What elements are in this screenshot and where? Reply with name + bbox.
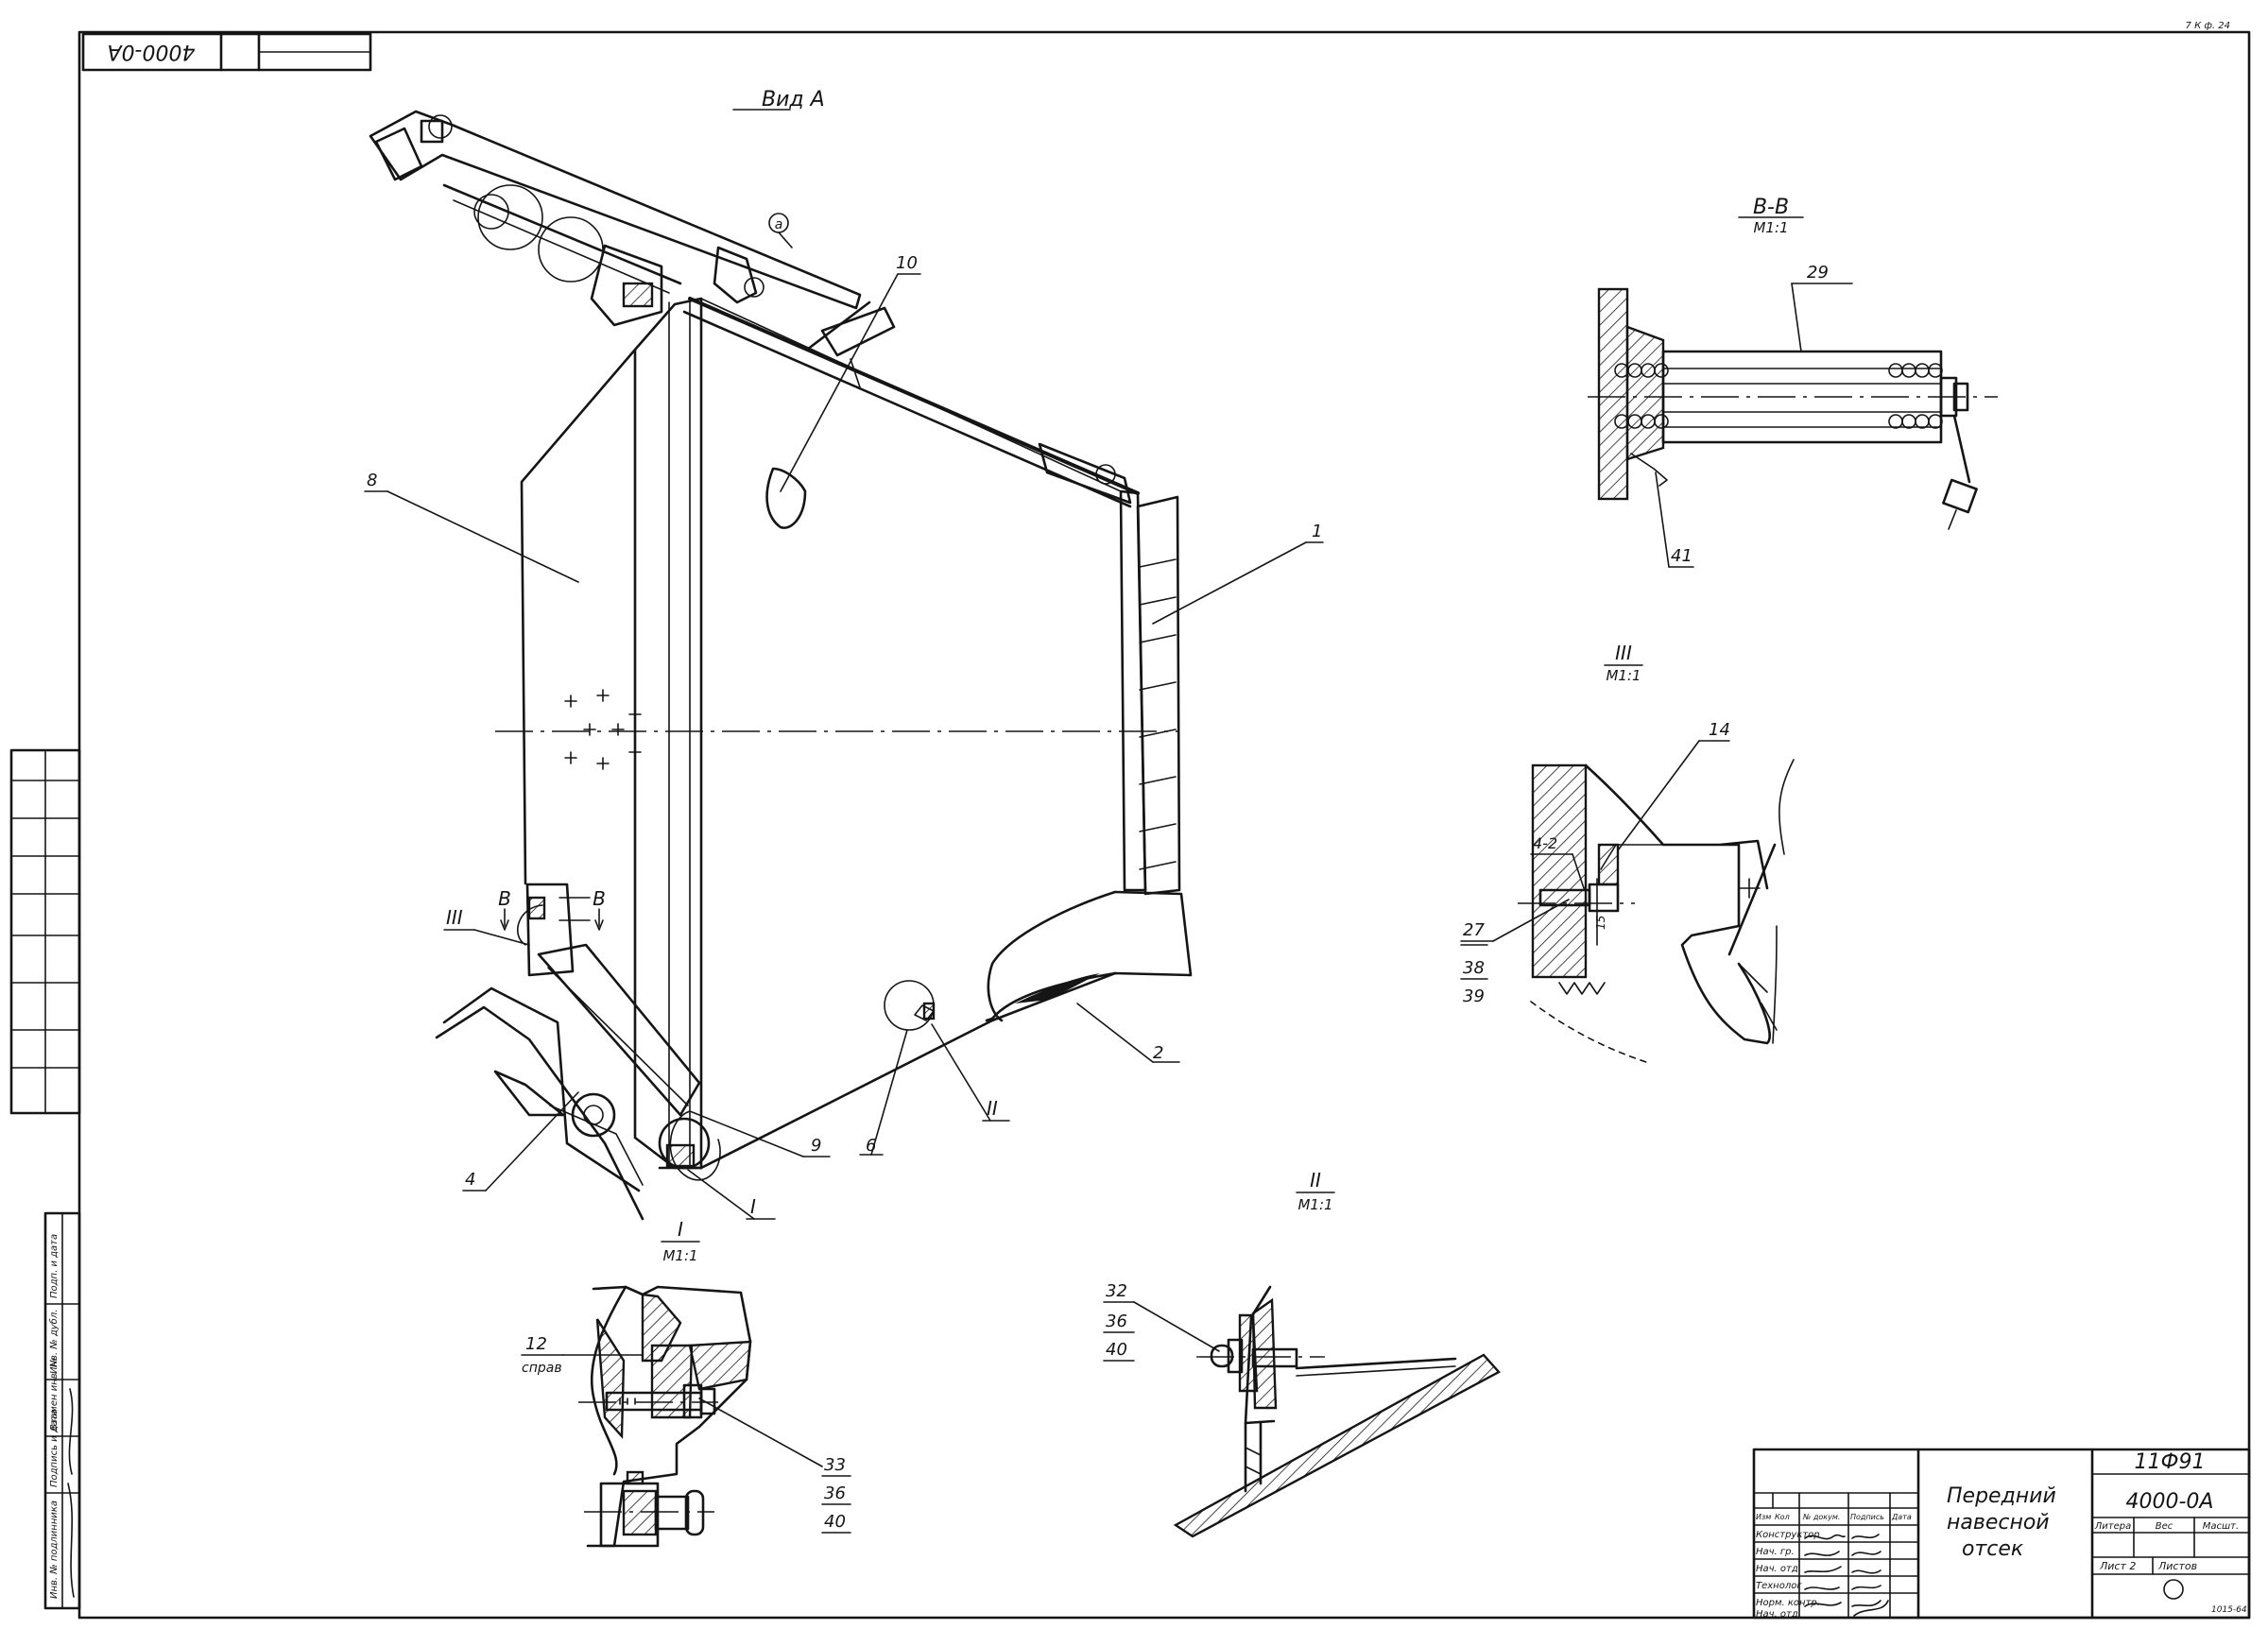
sheet-number: Лист 2 bbox=[2099, 1560, 2136, 1572]
strip-inv-dubl: Инв. № дубл. bbox=[48, 1310, 60, 1374]
bottom-fairing bbox=[987, 890, 1117, 1022]
callout-40-i: 40 bbox=[824, 1512, 846, 1532]
role-6: Нач. отд. bbox=[1756, 1609, 1801, 1620]
callout-9: 9 bbox=[811, 1136, 821, 1156]
callout-38: 38 bbox=[1463, 958, 1485, 978]
col-litera: Литера bbox=[2094, 1521, 2131, 1532]
callout-detail-2: II bbox=[987, 1097, 998, 1120]
hdr-doc: № докум. bbox=[1802, 1513, 1840, 1521]
detail-iii-scale: М1:1 bbox=[1606, 667, 1641, 684]
callout-detail-3: III bbox=[446, 906, 463, 929]
callout-12-note: справ bbox=[522, 1361, 562, 1376]
top-arm bbox=[369, 110, 862, 310]
title-block: 11Ф91 4000-0А Литера Вес Масшт. Лист 2 Л… bbox=[1752, 1448, 2251, 1620]
callout-14: 14 bbox=[1709, 720, 1730, 740]
role-5: Норм. контр. bbox=[1756, 1598, 1820, 1608]
signatures bbox=[1804, 1534, 1889, 1617]
roller bbox=[477, 184, 543, 250]
drawing-frame: 4000-0А 7 К ф. 24 bbox=[77, 21, 2251, 1620]
hdr-kol: Кол bbox=[1775, 1513, 1790, 1521]
col-weight: Вес bbox=[2156, 1521, 2174, 1532]
main-panel-left bbox=[633, 297, 703, 1170]
detail-i-title: I bbox=[678, 1218, 683, 1241]
section-bb: В-В М1:1 29 41 bbox=[1588, 196, 1998, 568]
section-mark-b-left: В bbox=[498, 887, 511, 910]
detail-iii: III М1:1 14 4-2 27 38 39 15 bbox=[1460, 642, 1795, 1063]
strip-inv-podl: Инв. № подлинника bbox=[49, 1500, 60, 1599]
role-4: Технолог bbox=[1756, 1581, 1802, 1591]
product-code: 11Ф91 bbox=[2135, 1450, 2206, 1474]
fastener-marks bbox=[564, 689, 642, 770]
callout-39: 39 bbox=[1463, 986, 1485, 1006]
role-2: Нач. гр. bbox=[1756, 1547, 1795, 1557]
part-name-3: отсек bbox=[1962, 1537, 2024, 1561]
callout-10: 10 bbox=[896, 253, 918, 273]
bb-flange bbox=[1597, 287, 1629, 501]
strip-sign-date-2: Подп. и дата bbox=[49, 1234, 60, 1298]
callout-33: 33 bbox=[824, 1455, 846, 1475]
callout-6: 6 bbox=[866, 1136, 876, 1156]
view-a-title: Вид А bbox=[762, 88, 825, 111]
detail-i-scale: М1:1 bbox=[662, 1247, 697, 1264]
callout-41: 41 bbox=[1671, 546, 1692, 566]
role-3: Нач. отд. bbox=[1756, 1564, 1801, 1574]
detail-ii-scale: М1:1 bbox=[1297, 1196, 1332, 1213]
callout-12: 12 bbox=[525, 1334, 547, 1354]
detail-ii-skin bbox=[1173, 1353, 1501, 1538]
detail-ii: II М1:1 32 36 40 bbox=[1103, 1169, 1501, 1538]
detail-iii-title: III bbox=[1615, 642, 1632, 664]
side-strip: Инв. № подлинника Подпись и дата Взамен … bbox=[9, 748, 81, 1610]
callout-36-ii: 36 bbox=[1106, 1312, 1127, 1331]
role-1: Конструктор bbox=[1756, 1530, 1820, 1540]
callout-4: 4 bbox=[465, 1170, 475, 1190]
view-a: Вид А а bbox=[364, 88, 1324, 1221]
sheets-count: Листов bbox=[2157, 1560, 2197, 1572]
detail-i-block bbox=[650, 1344, 694, 1419]
part-name-2: навесной bbox=[1947, 1511, 2050, 1535]
callout-detail-1: I bbox=[750, 1195, 756, 1218]
callout-4-2: 4-2 bbox=[1533, 834, 1557, 852]
callout-1: 1 bbox=[1312, 522, 1322, 541]
hdr-izm: Изм bbox=[1756, 1513, 1771, 1521]
callout-29: 29 bbox=[1807, 263, 1829, 283]
signature-mark bbox=[67, 1388, 75, 1598]
callout-40-ii: 40 bbox=[1106, 1340, 1127, 1360]
detail-ii-block bbox=[1238, 1313, 1259, 1393]
dim-15: 15 bbox=[1594, 916, 1607, 930]
hdr-sign: Подпись bbox=[1850, 1513, 1884, 1521]
corner-code: 4000-0А bbox=[108, 40, 196, 63]
format-code: 1015-64 bbox=[2211, 1605, 2247, 1615]
top-right-mark: 7 К ф. 24 bbox=[2186, 21, 2230, 31]
hdr-date: Дата bbox=[1891, 1513, 1912, 1521]
callout-a: а bbox=[775, 217, 783, 232]
section-bb-scale: М1:1 bbox=[1753, 219, 1788, 236]
strip-sign-date: Подпись и дата bbox=[49, 1409, 60, 1487]
section-mark-b-right: В bbox=[593, 887, 606, 910]
callout-8: 8 bbox=[367, 471, 377, 490]
stamp-circle bbox=[2163, 1579, 2184, 1600]
callout-27: 27 bbox=[1463, 920, 1485, 940]
callout-2: 2 bbox=[1153, 1043, 1163, 1063]
bb-spring bbox=[1614, 363, 1943, 429]
section-bb-title: В-В bbox=[1753, 196, 1789, 219]
callout-32: 32 bbox=[1106, 1281, 1127, 1301]
callout-36-i: 36 bbox=[824, 1483, 846, 1503]
col-scale: Масшт. bbox=[2203, 1521, 2239, 1532]
document-number: 4000-0А bbox=[2126, 1490, 2214, 1514]
detail-ii-title: II bbox=[1310, 1169, 1321, 1192]
strip-vzam-inv: Взамен инв. № bbox=[49, 1358, 60, 1431]
iii-plate bbox=[1531, 763, 1588, 979]
detail-i: I М1:1 12 справ 33 36 40 bbox=[521, 1218, 851, 1548]
part-name-1: Передний bbox=[1947, 1484, 2056, 1508]
